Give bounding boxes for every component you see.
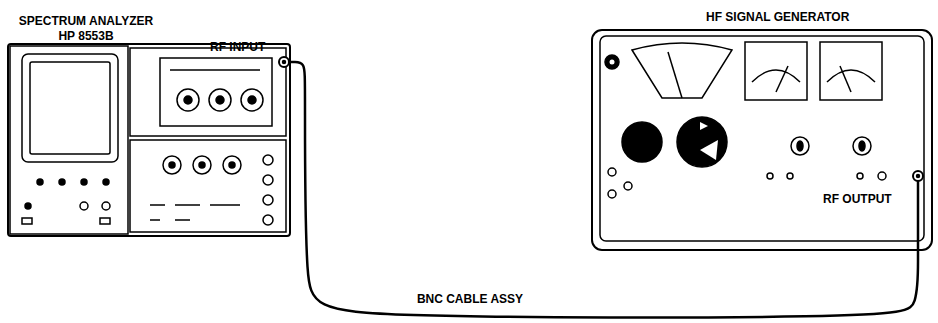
signal-generator-drawing	[592, 30, 932, 252]
port-label: RF INPUT	[210, 40, 265, 55]
spectrum-analyzer: SPECTRUM ANALYZER HP 8553B RF INPUT	[8, 12, 293, 236]
cable-label: BNC CABLE ASSY	[414, 292, 526, 306]
bnc-cable	[293, 62, 918, 317]
spectrum-analyzer-drawing	[8, 44, 293, 236]
port-label: RF OUTPUT	[823, 192, 892, 207]
device-heading: SPECTRUM ANALYZER HP 8553B	[16, 14, 156, 44]
signal-generator: HF SIGNAL GENERATOR RF OUTPUT	[588, 8, 935, 252]
device-heading: HF SIGNAL GENERATOR	[706, 10, 849, 25]
